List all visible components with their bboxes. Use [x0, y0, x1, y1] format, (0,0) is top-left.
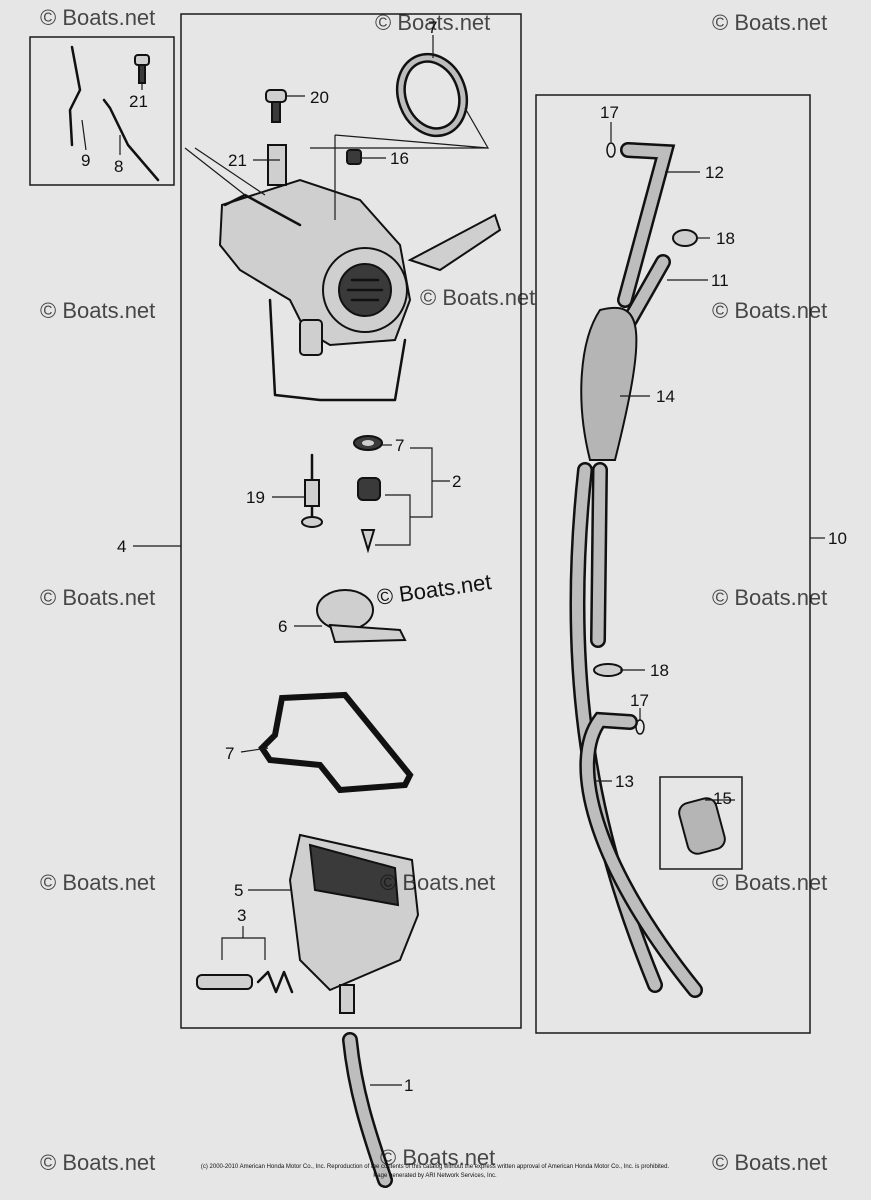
- carburetor-body: [218, 144, 502, 402]
- leader-16-bracket: [310, 107, 490, 220]
- callout-9: 9: [81, 151, 90, 170]
- float-chamber-gasket-7: [258, 691, 414, 794]
- watermark: © Boats.net: [712, 298, 827, 323]
- callout-5: 5: [234, 881, 243, 900]
- cap-16: [346, 149, 362, 165]
- clip-17-bottom: [635, 719, 645, 735]
- callout-17b: 17: [630, 691, 649, 710]
- callout-21a: 21: [129, 92, 148, 111]
- callout-4: 4: [117, 537, 126, 556]
- lever-9: [68, 45, 82, 147]
- inset-box-levers: [29, 36, 175, 186]
- callout-6: 6: [278, 617, 287, 636]
- sleeve-14: [580, 306, 638, 461]
- copyright-line-2: Page generated by ARI Network Services, …: [373, 1173, 497, 1179]
- breather-hose-frame: [535, 94, 811, 1034]
- watermark: © Boats.net: [40, 1150, 155, 1175]
- leader-3: [221, 926, 266, 960]
- callout-19: 19: [246, 488, 265, 507]
- callout-7a: 7: [428, 18, 437, 37]
- screw-21-inset: [134, 54, 150, 84]
- callout-18b: 18: [650, 661, 669, 680]
- carburetor-assembly-frame: [180, 13, 522, 1029]
- leader-7c: [240, 747, 269, 753]
- float-6: [316, 589, 407, 644]
- watermark: © Boats.net: [40, 298, 155, 323]
- callout-17a: 17: [600, 103, 619, 122]
- callout-20: 20: [310, 88, 329, 107]
- callout-15: 15: [713, 789, 732, 808]
- callout-1: 1: [404, 1076, 413, 1095]
- watermark: © Boats.net: [380, 1145, 495, 1170]
- callout-11: 11: [711, 271, 729, 290]
- hose-1: [342, 1032, 393, 1188]
- callout-7c: 7: [225, 744, 234, 763]
- callout-12: 12: [705, 163, 724, 182]
- callout-21b: 21: [228, 151, 247, 170]
- watermark: © Boats.net: [375, 10, 490, 35]
- lever-8: [102, 98, 160, 182]
- leader-9: [81, 119, 87, 151]
- tube-11: [622, 254, 671, 328]
- center-watermark: © Boats.net: [375, 569, 493, 610]
- tube-12: [617, 142, 676, 308]
- watermark: © Boats.net: [40, 5, 155, 30]
- copyright-line-1: (c) 2000-2010 American Honda Motor Co., …: [201, 1164, 670, 1170]
- screw-20: [265, 89, 287, 123]
- washer-7: [353, 435, 383, 451]
- watermark: © Boats.net: [40, 870, 155, 895]
- watermark: © Boats.net: [712, 1150, 827, 1175]
- callout-13: 13: [615, 772, 634, 791]
- clip-17-top: [606, 142, 616, 158]
- bracket-2: [375, 447, 433, 546]
- clamp-18-top: [672, 229, 698, 247]
- gasket-7-top: [395, 52, 469, 138]
- float-chamber-5: [288, 833, 420, 1014]
- leader-21a: [184, 147, 266, 196]
- pilot-screw-19: [301, 453, 323, 528]
- tube-13: [579, 711, 703, 998]
- callout-8: 8: [114, 157, 123, 176]
- valve-seat-2: [357, 477, 381, 554]
- watermark: © Boats.net: [40, 585, 155, 610]
- filter-15: [678, 797, 726, 855]
- hose-10: [590, 462, 608, 648]
- drain-screw-3: [196, 970, 294, 994]
- callout-2: 2: [452, 472, 461, 491]
- watermark: © Boats.net: [380, 870, 495, 895]
- watermark: © Boats.net: [712, 870, 827, 895]
- watermark: © Boats.net: [712, 10, 827, 35]
- callout-10: 10: [828, 529, 847, 548]
- callout-18a: 18: [716, 229, 735, 248]
- watermark: © Boats.net: [712, 585, 827, 610]
- clamp-18-bottom: [593, 663, 623, 677]
- callout-14: 14: [656, 387, 675, 406]
- inset-box-filter: [659, 776, 743, 870]
- callout-3: 3: [237, 906, 246, 925]
- callout-16: 16: [390, 149, 409, 168]
- watermark: © Boats.net: [420, 285, 535, 310]
- callout-7b: 7: [395, 436, 404, 455]
